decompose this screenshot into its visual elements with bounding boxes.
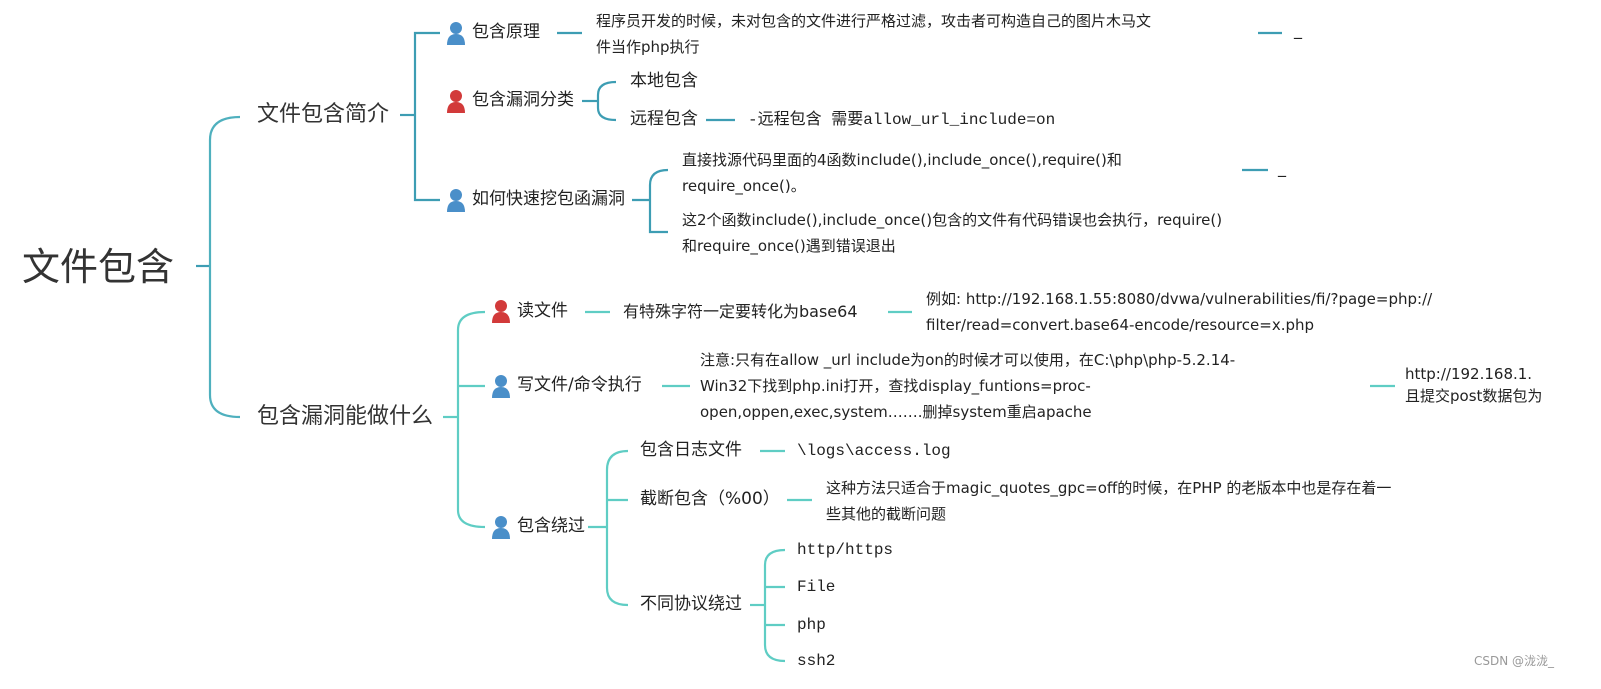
text-line: open,oppen,exec,system…….删掉system重启apach… — [700, 403, 1092, 421]
person-red-icon — [492, 300, 510, 323]
text-line: 程序员开发的时候，未对包含的文件进行严格过滤，攻击者可构造自己的图片木马文 — [596, 12, 1152, 30]
text-line: http://192.168.1. — [1405, 365, 1533, 383]
principle-detail: 程序员开发的时候，未对包含的文件进行严格过滤，攻击者可构造自己的图片木马文 件当… — [596, 8, 1151, 60]
root-node[interactable]: 文件包含 — [22, 245, 175, 289]
read-file-example: 例如: http://192.168.1.55:8080/dvwa/vulner… — [926, 286, 1432, 338]
person-red-icon — [447, 90, 465, 113]
protocol-php[interactable]: php — [797, 616, 826, 634]
text-line: 例如: http://192.168.1.55:8080/dvwa/vulner… — [926, 290, 1433, 308]
person-blue-icon — [492, 516, 510, 539]
node-protocol-bypass[interactable]: 不同协议绕过 — [640, 594, 742, 614]
text-line: 这种方法只适合于magic_quotes_gpc=off的时候，在PHP 的老版… — [826, 479, 1392, 497]
person-blue-icon — [447, 189, 465, 212]
text-line: Win32下找到php.ini打开，查找display_funtions=pro… — [700, 377, 1091, 395]
text-line: 件当作php执行 — [596, 38, 700, 56]
text-line: 些其他的截断问题 — [826, 505, 947, 523]
branch-uses[interactable]: 包含漏洞能做什么 — [257, 404, 434, 429]
text-line: filter/read=convert.base64-encode/resour… — [926, 316, 1315, 334]
node-log-include[interactable]: 包含日志文件 — [640, 440, 742, 460]
node-read-file[interactable]: 读文件 — [517, 301, 568, 321]
find-vulns-tail: _ — [1278, 158, 1286, 177]
log-include-detail: \logs\access.log — [797, 442, 951, 460]
text-line: 且提交post数据包为 — [1405, 387, 1543, 405]
protocol-file[interactable]: File — [797, 578, 836, 596]
node-local-include[interactable]: 本地包含 — [630, 71, 698, 91]
write-file-example: http://192.168.1. 且提交post数据包为 — [1405, 363, 1542, 407]
text-line: require_once()。 — [682, 177, 806, 195]
node-classification[interactable]: 包含漏洞分类 — [472, 90, 574, 110]
principle-tail: _ — [1294, 20, 1302, 39]
node-write-file[interactable]: 写文件/命令执行 — [517, 375, 642, 395]
write-file-detail: 注意:只有在allow _url include为on的时候才可以使用，在C:\… — [700, 347, 1235, 425]
watermark: CSDN @泷泷_ — [1474, 654, 1555, 668]
text-line: 和require_once()遇到错误退出 — [682, 237, 896, 255]
text-line: 注意:只有在allow _url include为on的时候才可以使用，在C:\… — [700, 351, 1236, 369]
find-vulns-detail-1: 直接找源代码里面的4函数include(),include_once(),req… — [682, 147, 1122, 199]
node-find-vulns[interactable]: 如何快速挖包函漏洞 — [472, 189, 625, 209]
node-principle[interactable]: 包含原理 — [472, 22, 540, 42]
remote-include-detail: -远程包含 需要allow_url_include=on — [748, 111, 1056, 129]
protocol-ssh2[interactable]: ssh2 — [797, 652, 836, 670]
node-truncation[interactable]: 截断包含（%00） — [640, 489, 780, 509]
node-bypass[interactable]: 包含绕过 — [517, 516, 585, 536]
truncation-detail: 这种方法只适合于magic_quotes_gpc=off的时候，在PHP 的老版… — [826, 475, 1391, 527]
find-vulns-detail-2: 这2个函数include(),include_once()包含的文件有代码错误也… — [682, 207, 1222, 259]
person-blue-icon — [447, 22, 465, 45]
person-blue-icon — [492, 375, 510, 398]
text-line: 直接找源代码里面的4函数include(),include_once(),req… — [682, 151, 1122, 169]
read-file-detail: 有特殊字符一定要转化为base64 — [623, 302, 858, 321]
node-remote-include[interactable]: 远程包含 — [630, 109, 698, 129]
branch-intro[interactable]: 文件包含简介 — [257, 102, 390, 127]
protocol-http[interactable]: http/https — [797, 541, 894, 559]
text-line: 这2个函数include(),include_once()包含的文件有代码错误也… — [682, 211, 1223, 229]
